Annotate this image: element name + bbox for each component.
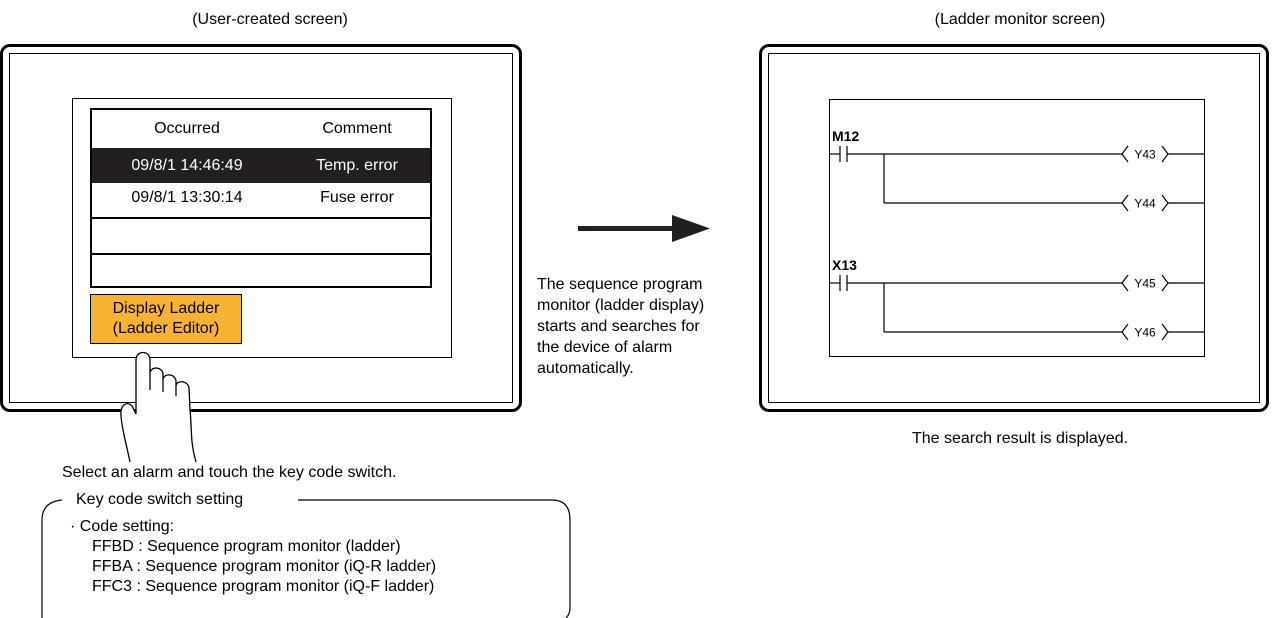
description-line: the device of alarm xyxy=(537,339,673,356)
column-header-occurred: Occurred xyxy=(154,120,220,137)
code-setting-ffc3: FFC3 : Sequence program monitor (iQ-F la… xyxy=(92,578,435,595)
sequence-monitor-description: The sequence program monitor (ladder dis… xyxy=(537,274,757,379)
ladder-diagram: M12 X13 Y43 Y44 Y45 Y46 xyxy=(829,128,1205,341)
description-line: starts and searches for xyxy=(537,318,700,335)
occurred-cell: 09/8/1 14:46:49 xyxy=(131,157,243,174)
coil-label-y45: Y45 xyxy=(1134,277,1156,291)
code-setting-label: · Code setting: xyxy=(70,518,175,535)
description-line: monitor (ladder display) xyxy=(537,297,705,314)
contact-label-x13: X13 xyxy=(832,257,857,273)
column-header-comment: Comment xyxy=(322,120,392,137)
ladder-window xyxy=(829,99,1205,357)
right-arrow-icon xyxy=(578,215,710,242)
coil-y45-right xyxy=(1161,274,1169,292)
display-ladder-button-line1: Display Ladder xyxy=(112,300,220,317)
coil-y45-left xyxy=(1121,274,1129,292)
user-screen-caption: (User-created screen) xyxy=(192,11,348,28)
ladder-screen-caption: (Ladder monitor screen) xyxy=(934,11,1106,28)
instruction-text: Select an alarm and touch the key code s… xyxy=(62,464,397,481)
alarm-history-table: Occurred Comment 09/8/1 14:46:49 Temp. e… xyxy=(90,108,432,288)
display-ladder-button-line2: (Ladder Editor) xyxy=(112,320,220,337)
coil-y46-right xyxy=(1161,323,1169,341)
key-code-setting-bracket xyxy=(41,499,571,618)
table-row[interactable] xyxy=(92,217,430,253)
pointing-hand-icon xyxy=(120,351,197,462)
coil-y46-left xyxy=(1121,323,1129,341)
code-setting-ffbd: FFBD : Sequence program monitor (ladder) xyxy=(92,538,401,555)
table-row[interactable] xyxy=(92,253,430,288)
search-result-caption: The search result is displayed. xyxy=(911,430,1129,447)
table-header-row: Occurred Comment xyxy=(92,110,430,148)
description-line: The sequence program xyxy=(537,276,703,293)
coil-y43-right xyxy=(1161,145,1169,163)
description-line: automatically. xyxy=(537,360,634,377)
code-setting-ffba: FFBA : Sequence program monitor (iQ-R la… xyxy=(92,558,437,575)
comment-cell: Fuse error xyxy=(320,189,394,206)
occurred-cell: 09/8/1 13:30:14 xyxy=(131,189,243,206)
coil-y44-left xyxy=(1121,194,1129,212)
coil-label-y46: Y46 xyxy=(1134,326,1156,340)
display-ladder-button[interactable]: Display Ladder (Ladder Editor) xyxy=(90,294,242,344)
key-code-setting-title: Key code switch setting xyxy=(72,491,248,509)
key-code-setting-list: · Code setting: FFBD : Sequence program … xyxy=(70,517,437,597)
coil-y44-right xyxy=(1161,194,1169,212)
coil-label-y43: Y43 xyxy=(1134,148,1156,162)
table-row[interactable]: 09/8/1 14:46:49 Temp. error xyxy=(92,148,430,183)
table-row[interactable]: 09/8/1 13:30:14 Fuse error xyxy=(92,183,430,217)
comment-cell: Temp. error xyxy=(316,157,398,174)
contact-label-m12: M12 xyxy=(832,128,859,144)
coil-label-y44: Y44 xyxy=(1134,197,1156,211)
coil-y43-left xyxy=(1121,145,1129,163)
